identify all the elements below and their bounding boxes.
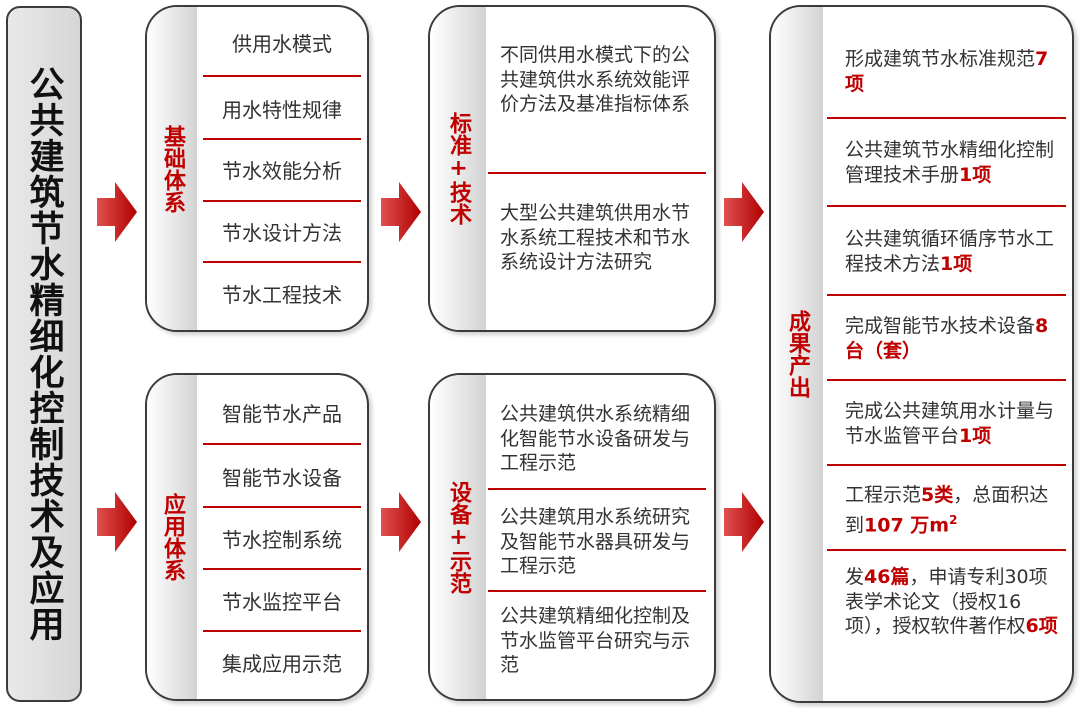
list-item: 大型公共建筑供用水节水系统工程技术和节水系统设计方法研究 xyxy=(500,202,691,273)
list-item: 节水监控平台 xyxy=(222,589,342,614)
divider xyxy=(827,464,1066,466)
standard-band: 标准+技术 xyxy=(430,7,486,330)
divider xyxy=(827,294,1066,296)
application-band: 应用体系 xyxy=(147,375,197,699)
divider xyxy=(203,443,361,445)
list-item: 供用水模式 xyxy=(232,31,332,56)
divider xyxy=(488,488,706,490)
list-item: 用水特性规律 xyxy=(222,97,342,122)
list-item: 智能节水产品 xyxy=(222,401,342,426)
divider xyxy=(827,117,1066,119)
standard-card: 标准+技术 不同供用水模式下的公共建筑供水系统效能评价方法及基准指标体系 大型公… xyxy=(428,5,716,332)
list-item: 节水控制系统 xyxy=(222,527,342,552)
divider xyxy=(827,205,1066,207)
equipment-label: 设备+示范 xyxy=(446,480,471,594)
list-item: 公共建筑精细化控制及节水监管平台研究与示范 xyxy=(500,605,691,676)
standard-label: 标准+技术 xyxy=(446,112,471,225)
divider xyxy=(827,549,1066,551)
outcome-item: 发46篇，申请专利30项表学术论文（授权16项），授权软件著作权6项 xyxy=(845,566,1058,637)
outcomes-band: 成果产出 xyxy=(771,7,823,701)
divider xyxy=(203,630,361,632)
title-box: 公共建筑节水精细化控制技术及应用 xyxy=(6,6,82,702)
arrow-right-icon xyxy=(724,182,764,242)
arrow-right-icon xyxy=(97,492,137,552)
divider xyxy=(203,568,361,570)
divider xyxy=(203,261,361,263)
divider xyxy=(203,138,361,140)
arrow-right-icon xyxy=(381,182,421,242)
arrow-right-icon xyxy=(724,492,764,552)
arrow-right-icon xyxy=(381,492,421,552)
foundation-label: 基础体系 xyxy=(160,124,185,213)
list-item: 公共建筑供水系统精细化智能节水设备研发与工程示范 xyxy=(500,403,691,474)
equipment-band: 设备+示范 xyxy=(430,375,486,699)
diagram-title: 公共建筑节水精细化控制技术及应用 xyxy=(23,66,64,642)
foundation-band: 基础体系 xyxy=(147,7,197,330)
outcome-item: 工程示范5类，总面积达到107 万m2 xyxy=(845,484,1049,536)
outcome-item: 形成建筑节水标准规范7项 xyxy=(845,48,1049,95)
divider xyxy=(203,506,361,508)
divider xyxy=(203,200,361,202)
foundation-card: 基础体系 供用水模式 用水特性规律 节水效能分析 节水设计方法 节水工程技术 xyxy=(145,5,369,332)
list-item: 不同供用水模式下的公共建筑供水系统效能评价方法及基准指标体系 xyxy=(500,44,691,115)
equipment-card: 设备+示范 公共建筑供水系统精细化智能节水设备研发与工程示范 公共建筑用水系统研… xyxy=(428,373,716,701)
divider xyxy=(203,75,361,77)
divider xyxy=(488,590,706,592)
list-item: 集成应用示范 xyxy=(222,651,342,676)
application-label: 应用体系 xyxy=(160,493,185,581)
list-item: 节水效能分析 xyxy=(222,158,342,183)
list-item: 节水设计方法 xyxy=(222,220,342,245)
outcome-item: 完成智能节水技术设备8台（套） xyxy=(845,315,1049,362)
list-item: 公共建筑用水系统研究及智能节水器具研发与工程示范 xyxy=(500,506,691,577)
outcome-item: 公共建筑节水精细化控制管理技术手册1项 xyxy=(845,139,1055,186)
outcome-item: 完成公共建筑用水计量与节水监管平台1项 xyxy=(845,400,1055,447)
outcomes-card: 成果产出 形成建筑节水标准规范7项 公共建筑节水精细化控制管理技术手册1项 公共… xyxy=(769,5,1074,703)
application-card: 应用体系 智能节水产品 智能节水设备 节水控制系统 节水监控平台 集成应用示范 xyxy=(145,373,369,701)
outcome-item: 公共建筑循环循序节水工程技术方法1项 xyxy=(845,228,1055,275)
list-item: 智能节水设备 xyxy=(222,465,342,490)
arrow-right-icon xyxy=(97,182,137,242)
divider xyxy=(827,379,1066,381)
outcomes-label: 成果产出 xyxy=(785,310,810,398)
list-item: 节水工程技术 xyxy=(222,282,342,307)
divider xyxy=(488,172,706,174)
